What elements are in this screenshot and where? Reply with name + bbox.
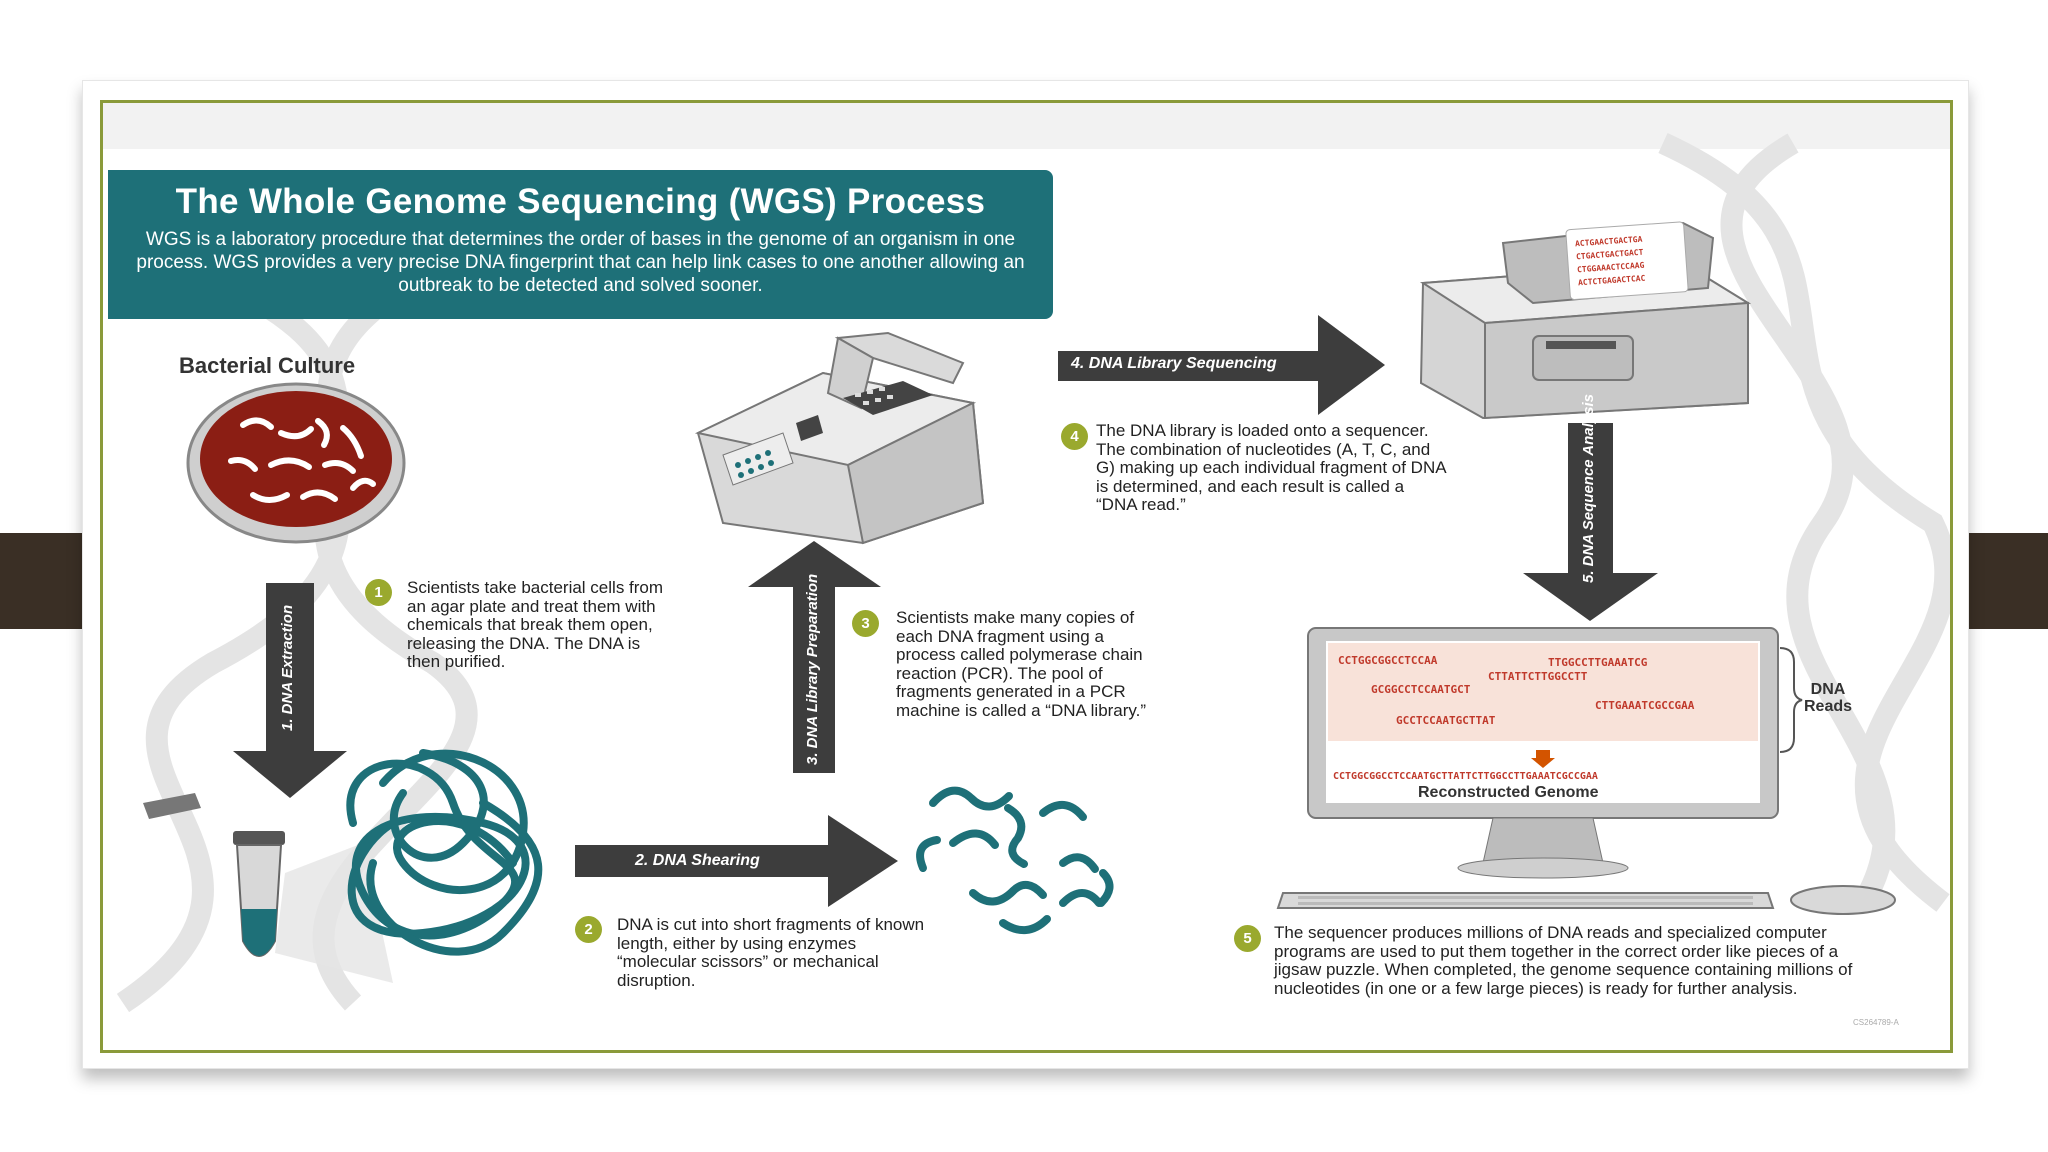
library-sequencing-arrow	[1058, 315, 1385, 415]
petri-dish-icon	[186, 382, 406, 544]
dna-read-1: CCTGGCGGCCTCCAA	[1338, 654, 1438, 667]
illustration-layer	[116, 133, 1950, 1013]
bacterial-culture-heading: Bacterial Culture	[179, 353, 356, 378]
step-3-description: Scientists make many copies of each DNA …	[896, 608, 1147, 720]
pcr-machine-icon	[694, 331, 985, 545]
step-1-description: Scientists take bacterial cells from an …	[407, 578, 664, 671]
step-4-description: The DNA library is loaded onto a sequenc…	[1096, 421, 1446, 514]
computer-monitor-icon	[1276, 627, 1896, 915]
title-banner: The Whole Genome Sequencing (WGS) Proces…	[108, 170, 1053, 319]
analysis-arrow-label: 5. DNA Sequence Analysis	[1580, 394, 1597, 583]
banner-description: WGS is a laboratory procedure that deter…	[136, 229, 1025, 296]
dna-reads-brace	[1779, 647, 1803, 753]
page-title: The Whole Genome Sequencing (WGS) Proces…	[175, 182, 986, 221]
extraction-arrow	[233, 583, 347, 798]
extraction-arrow-label: 1. DNA Extraction	[279, 604, 296, 731]
dna-read-3: CTTATTCTTGGCCTT	[1488, 670, 1588, 683]
reconstructed-genome-label: Reconstructed Genome	[1418, 784, 1599, 801]
library-prep-arrow	[748, 541, 881, 773]
step-3-badge: 3	[852, 610, 879, 637]
dna-fragments-icon	[916, 786, 1114, 934]
dna-read-2: TTGGCCTTGAAATCG	[1548, 656, 1648, 669]
infographic: The Whole Genome Sequencing (WGS) Proces…	[100, 100, 1953, 1053]
test-tube-icon	[143, 793, 393, 983]
step-1-badge: 1	[365, 579, 392, 606]
library-sequencing-arrow-label: 4. DNA Library Sequencing	[1071, 355, 1277, 372]
step-4-badge: 4	[1061, 423, 1088, 450]
dna-reads-label-line1: DNA	[1810, 681, 1846, 698]
tangled-dna-icon	[346, 749, 543, 956]
dna-reads-label-line2: Reads	[1803, 698, 1853, 715]
step-5-description: The sequencer produces millions of DNA r…	[1274, 923, 1853, 998]
step-5-badge: 5	[1234, 925, 1261, 952]
analysis-arrow	[1523, 423, 1658, 621]
dna-read-6: GCCTCCAATGCTTAT	[1396, 714, 1496, 727]
genome-sequence: CCTGGCGGCCTCCAATGCTTATTCTTGGCCTTGAAATCGC…	[1333, 771, 1598, 782]
shearing-arrow	[575, 815, 898, 907]
sequencer-icon	[1419, 221, 1752, 420]
dna-reads-label: DNA Reads	[1793, 681, 1863, 715]
dna-helix-background-right	[1658, 133, 1950, 912]
dna-read-5: CTTGAAATCGCCGAA	[1595, 699, 1695, 712]
step-2-description: DNA is cut into short fragments of known…	[617, 915, 925, 990]
step-2-badge: 2	[575, 916, 602, 943]
shearing-arrow-label: 2. DNA Shearing	[635, 852, 760, 869]
library-prep-arrow-label: 3. DNA Library Preparation	[804, 573, 821, 765]
dna-read-4: GCGGCCTCCAATGCT	[1371, 683, 1471, 696]
top-strip	[103, 103, 1950, 149]
figure-code: CS264789-A	[1853, 1018, 1899, 1027]
